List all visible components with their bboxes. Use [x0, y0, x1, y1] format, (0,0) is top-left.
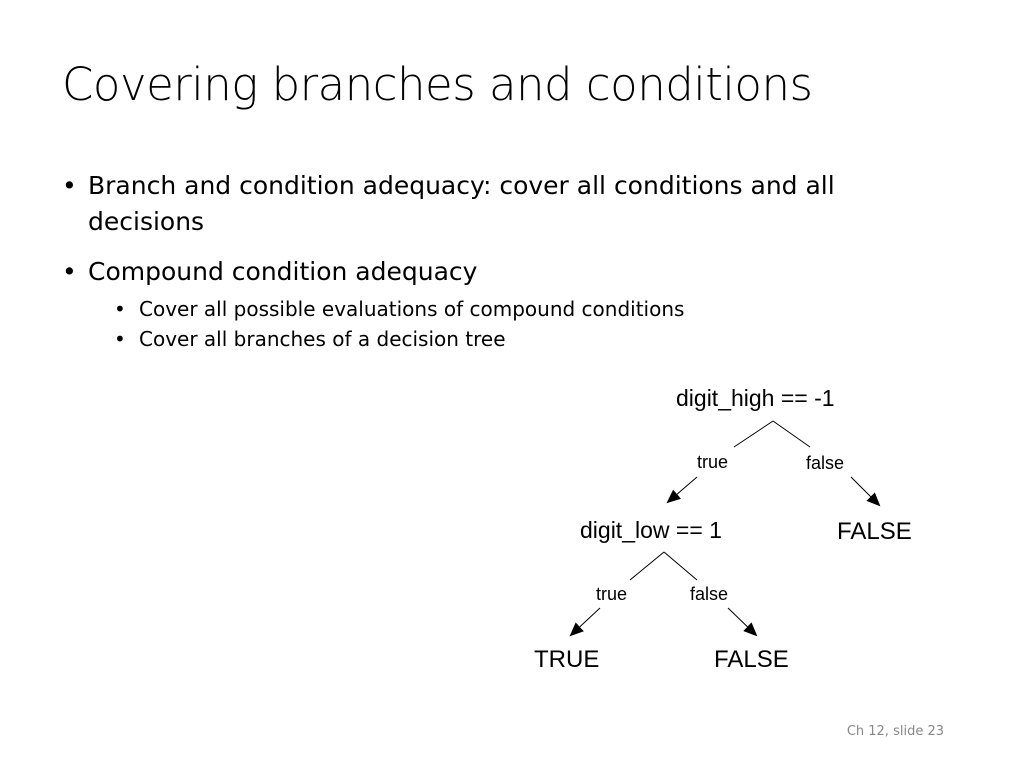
inner-true-leaf: TRUE — [534, 646, 599, 673]
root-connector-right — [772, 420, 811, 448]
inner-condition-node: digit_low == 1 — [580, 517, 722, 543]
inner-true-arrow — [569, 607, 601, 637]
inner-false-arrow — [727, 607, 758, 637]
inner-false-edge-label: false — [690, 584, 728, 604]
inner-false-leaf: FALSE — [714, 646, 789, 673]
root-false-arrow — [850, 476, 881, 507]
bullet-text: Compound condition adequacy — [88, 257, 478, 286]
root-false-edge-label: false — [806, 453, 844, 473]
bullet-dot: • — [62, 257, 77, 286]
sub-bullet-text: Cover all branches of a decision tree — [139, 327, 506, 351]
sub-bullet-item: • Cover all possible evaluations of comp… — [114, 290, 942, 328]
inner-connector-right — [663, 551, 698, 581]
root-true-arrow — [666, 476, 698, 504]
root-condition-node: digit_high == -1 — [676, 385, 835, 411]
bullet-item: • Compound condition adequacy — [62, 254, 942, 290]
root-false-leaf: FALSE — [837, 518, 912, 545]
bullet-dot: • — [114, 327, 126, 351]
bullet-item: • Branch and condition adequacy: cover a… — [62, 168, 942, 240]
inner-true-edge-label: true — [596, 584, 627, 604]
bullet-dot: • — [114, 297, 126, 321]
bullet-text: Branch and condition adequacy: cover all… — [88, 171, 835, 236]
sub-bullet-item: • Cover all branches of a decision tree — [114, 320, 942, 358]
slide-footer: Ch 12, slide 23 — [846, 724, 944, 739]
sub-bullet-list: • Cover all possible evaluations of comp… — [62, 290, 942, 358]
bullet-list: • Branch and condition adequacy: cover a… — [62, 168, 942, 358]
root-connector-left — [733, 420, 774, 448]
root-true-edge-label: true — [697, 452, 728, 472]
bullet-dot: • — [62, 171, 77, 200]
sub-bullet-text: Cover all possible evaluations of compou… — [139, 297, 685, 321]
slide-title: Covering branches and conditions — [62, 58, 813, 111]
inner-connector-left — [629, 551, 665, 581]
